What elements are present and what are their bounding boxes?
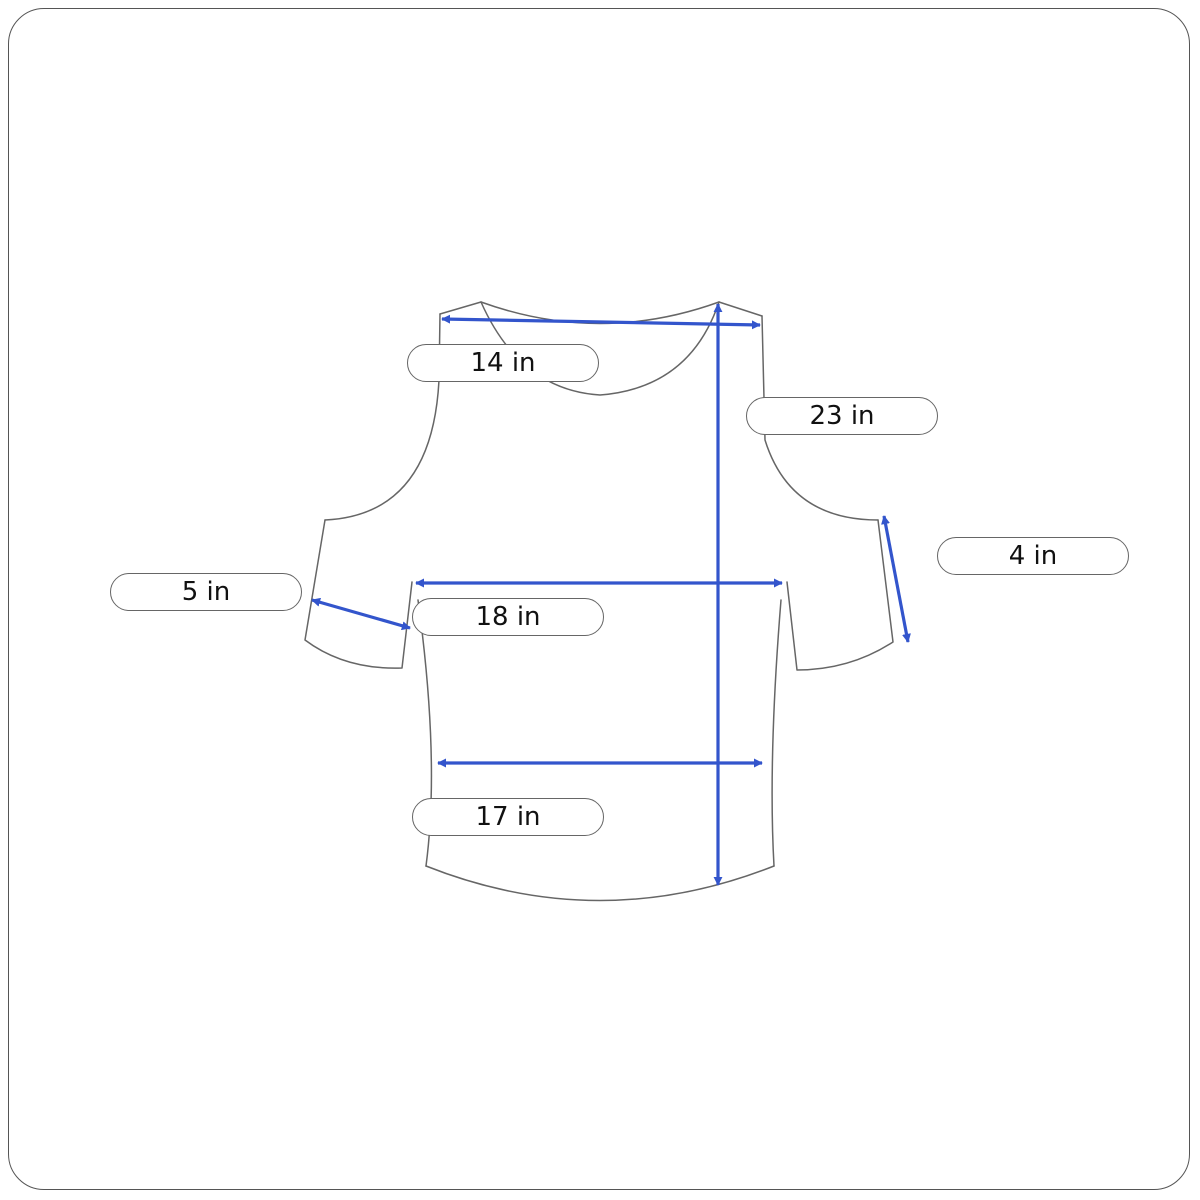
right-body-side: [771, 599, 782, 867]
right-armhole: [761, 315, 879, 521]
left-armhole: [324, 313, 441, 521]
length-measurement-label: 23 in: [746, 397, 938, 435]
garment-outline: [304, 301, 894, 902]
hem: [425, 865, 775, 902]
right-sleeve: [786, 519, 894, 671]
left-body-side: [417, 599, 433, 867]
right-sleeve-arrow: [881, 515, 911, 643]
left-sleeve: [304, 519, 413, 669]
right-shoulder-line: [718, 301, 763, 317]
shoulder-measurement-label: 14 in: [407, 344, 599, 382]
waist-measurement-label: 17 in: [412, 798, 604, 836]
left-shoulder-line: [439, 301, 482, 315]
chest-measurement-label: 18 in: [412, 598, 604, 636]
right-sleeve-measurement-label: 4 in: [937, 537, 1129, 575]
shoulder-arrow: [441, 314, 761, 330]
left-sleeve-measurement-label: 5 in: [110, 573, 302, 611]
measurement-arrows: [311, 303, 911, 886]
left-sleeve-arrow: [311, 597, 411, 631]
